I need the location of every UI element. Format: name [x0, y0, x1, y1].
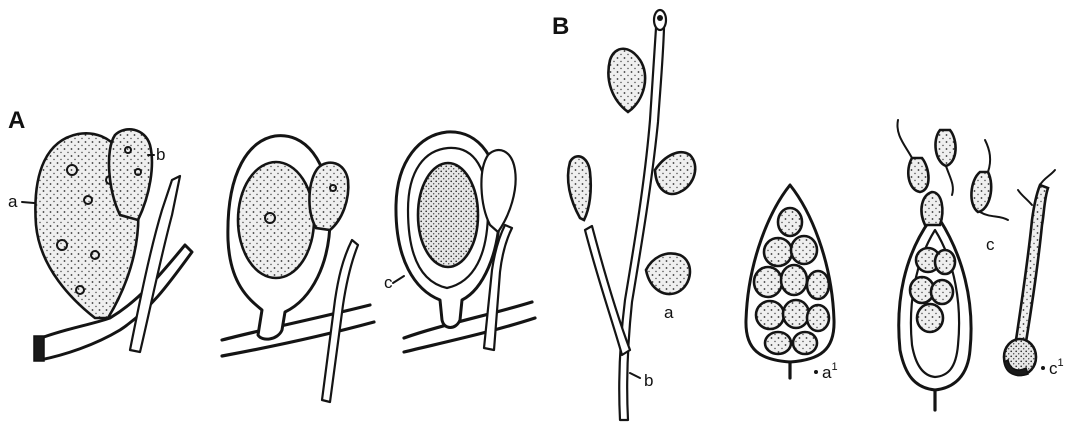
zoosporangium-b2: a1 — [746, 185, 838, 382]
sporangium — [655, 152, 695, 194]
leader-dot — [814, 370, 818, 374]
label-c: c — [384, 273, 393, 292]
zoospore — [807, 305, 829, 331]
hypha-end — [34, 336, 44, 361]
zoospore — [793, 332, 817, 354]
sporangium — [568, 156, 591, 220]
leader-dot — [1041, 366, 1045, 370]
sporangium-small — [109, 129, 152, 220]
sporangium-group-a3: c — [384, 132, 535, 352]
sporangium-group-a1: a b — [8, 129, 192, 361]
leader-line — [630, 373, 640, 378]
label-c: c — [986, 235, 995, 254]
flagellum — [897, 120, 912, 158]
label-b-b: b — [644, 371, 653, 390]
panel-label-b: B — [552, 13, 569, 40]
panel-b: B a b — [552, 10, 1064, 420]
zoospore — [791, 236, 817, 264]
label-b: b — [156, 145, 165, 164]
tip-dot — [657, 15, 663, 21]
spore-body — [238, 162, 314, 278]
free-zoospore — [935, 130, 955, 166]
label-a: a — [8, 192, 18, 211]
zoospore — [756, 301, 784, 329]
sporangium-group-a2 — [222, 136, 374, 402]
hypha-edge — [222, 322, 374, 356]
zoospore — [764, 238, 792, 266]
side-branch — [585, 226, 630, 355]
sporangium-a — [646, 253, 690, 293]
sporangium — [608, 49, 645, 112]
sporangiophore-b1: a b — [568, 10, 695, 420]
panel-label-a: A — [8, 107, 25, 134]
hypha-edge — [404, 302, 532, 338]
germ-tube — [1016, 185, 1048, 342]
flagellum — [985, 140, 990, 172]
spore-body — [418, 163, 478, 267]
germ-tube-tip — [1040, 170, 1055, 185]
label-b-a: a — [664, 303, 674, 322]
hypha-edge — [404, 318, 535, 352]
label-c1: c1 — [1049, 357, 1064, 378]
germinating-spore-b4: c1 — [1004, 170, 1064, 378]
zoospore — [935, 250, 955, 274]
releasing-sporangium-b3: c — [897, 120, 1008, 410]
zoospore — [917, 304, 943, 332]
hypha-edge — [222, 305, 370, 340]
zoospore — [781, 265, 807, 295]
zoospore — [807, 271, 829, 299]
flagellum — [946, 166, 953, 195]
zoospore — [754, 267, 782, 297]
panel-a: A a b — [8, 107, 535, 402]
flagellum — [980, 212, 1008, 220]
free-zoospore — [971, 172, 991, 212]
leader-line — [393, 276, 404, 283]
sporangium-small — [309, 163, 348, 230]
zoospore — [778, 208, 802, 236]
zoospore — [783, 300, 809, 328]
leader-line — [22, 202, 34, 203]
label-a1: a1 — [822, 361, 838, 382]
zoospore — [765, 332, 791, 354]
exit-tube — [921, 192, 942, 225]
hypha-vertical — [322, 240, 358, 402]
germ-tube-branch — [1018, 190, 1032, 205]
zoospore — [931, 280, 953, 304]
empty-sporangium — [481, 150, 515, 232]
free-zoospore — [908, 158, 928, 192]
